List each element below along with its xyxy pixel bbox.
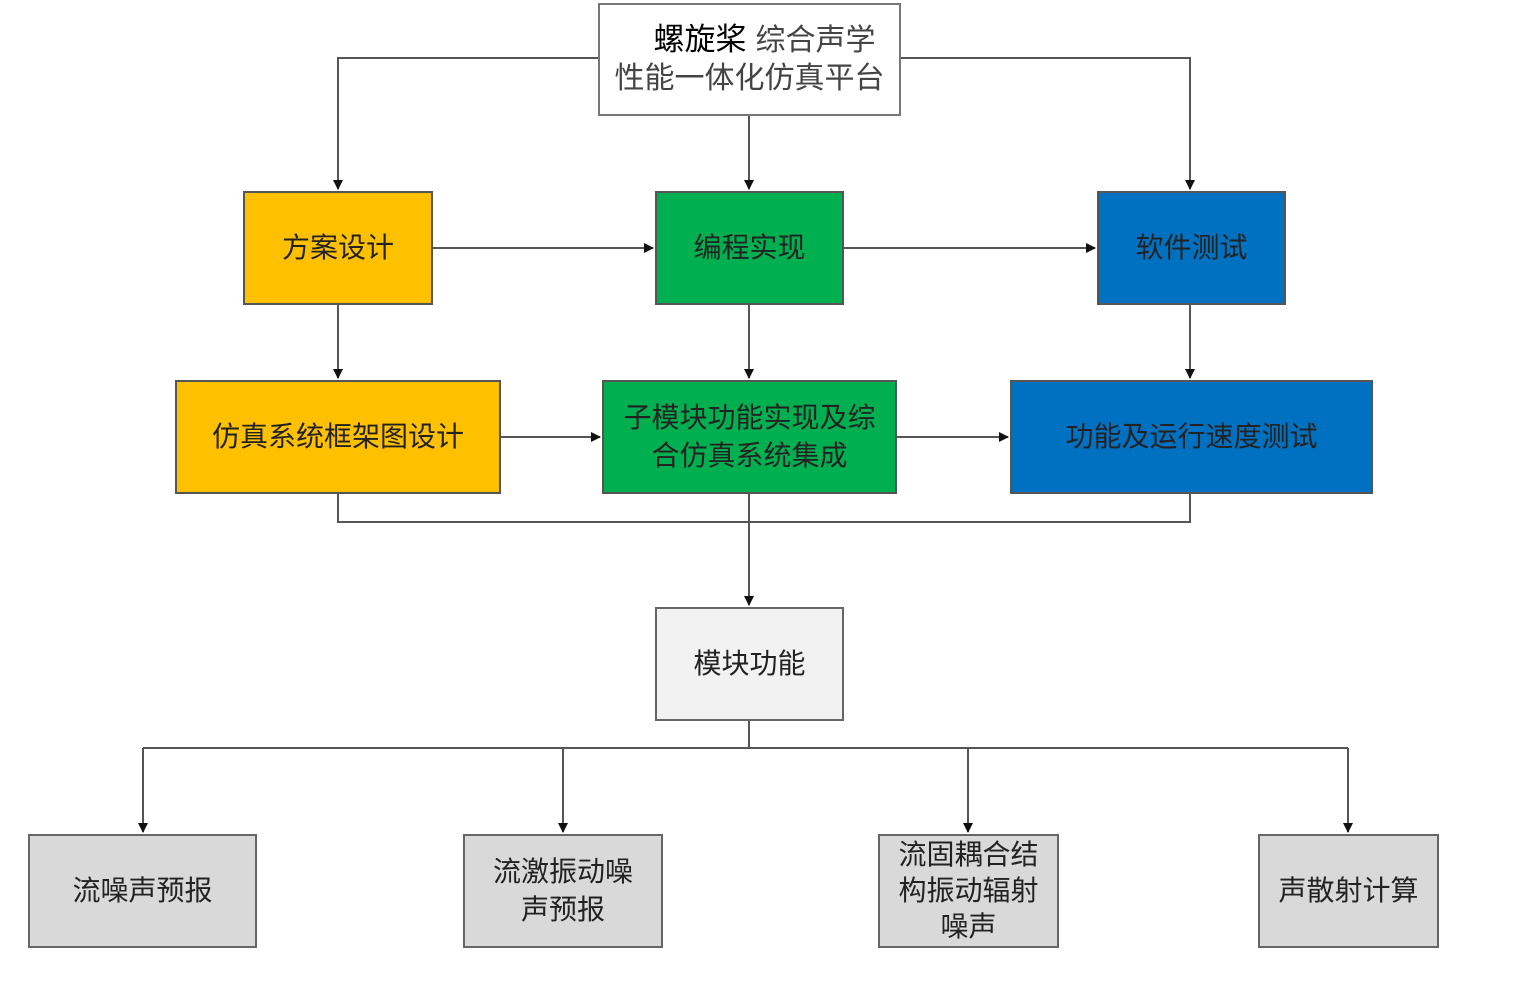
flow-induced-vibration-box: 流激振动噪声预报 bbox=[463, 834, 663, 948]
framework-design-box: 仿真系统框架图设计 bbox=[175, 380, 501, 494]
connector bbox=[333, 57, 598, 190]
scheme-design-box: 方案设计 bbox=[243, 191, 433, 305]
programming-box: 编程实现 bbox=[655, 191, 844, 305]
connector bbox=[900, 57, 1195, 190]
platform-title-box: 螺旋桨 综合声学 性能一体化仿真平台 bbox=[598, 3, 901, 116]
module-function-box: 模块功能 bbox=[655, 607, 844, 721]
connector bbox=[337, 493, 1191, 523]
flow-noise-box: 流噪声预报 bbox=[28, 834, 257, 948]
acoustic-scattering-box: 声散射计算 bbox=[1258, 834, 1439, 948]
title-part-a: 螺旋桨 bbox=[653, 22, 747, 58]
integration-box: 子模块功能实现及综合仿真系统集成 bbox=[602, 380, 897, 494]
fsi-radiation-box: 流固耦合结构振动辐射噪声 bbox=[878, 834, 1059, 948]
title-line2: 性能一体化仿真平台 bbox=[614, 61, 885, 96]
speed-test-box: 功能及运行速度测试 bbox=[1010, 380, 1373, 494]
title-part-b: 综合声学 bbox=[755, 23, 876, 58]
software-test-box: 软件测试 bbox=[1097, 191, 1286, 305]
